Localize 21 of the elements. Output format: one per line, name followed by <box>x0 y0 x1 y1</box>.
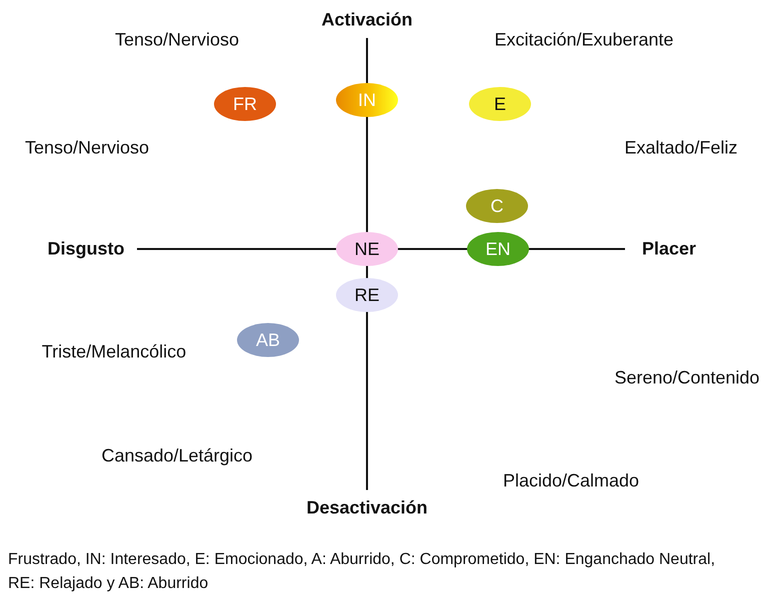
quadrant-label: Triste/Melancólico <box>42 342 186 362</box>
quadrant-label: Tenso/Nervioso <box>24 138 150 158</box>
quadrant-label: Placido/Calmado <box>502 470 640 492</box>
ellipse-node: FR <box>214 87 276 121</box>
axis-label: Activación <box>321 10 413 30</box>
ellipse-node: AB <box>237 323 299 357</box>
axis-label: Placer <box>642 238 696 260</box>
axis-label: Disgusto <box>48 238 124 260</box>
ellipse-node: E <box>469 87 531 121</box>
caption: Frustrado, IN: Interesado, E: Emocionado, A: Aburrido, C: Comprometido, EN: Enganchado Neutral, RE: Relajado y AB: Aburrido <box>8 550 716 594</box>
ellipse-node: IN <box>336 83 398 117</box>
quadrant-label: Tenso/Nervioso <box>114 30 240 50</box>
quadrant-label: Exaltado/Feliz <box>624 138 738 158</box>
quadrant-label: Sereno/Contenido <box>614 368 760 388</box>
ellipse-node: EN <box>467 232 529 266</box>
quadrant-label: Excitación/Exuberante <box>494 30 674 50</box>
ellipse-node: C <box>466 189 528 223</box>
quadrant-label: Cansado/Letárgico <box>101 446 253 466</box>
ellipse-node: RE <box>336 278 398 312</box>
ellipse-node: NE <box>336 232 398 266</box>
axis-label: Desactivación <box>306 498 428 518</box>
